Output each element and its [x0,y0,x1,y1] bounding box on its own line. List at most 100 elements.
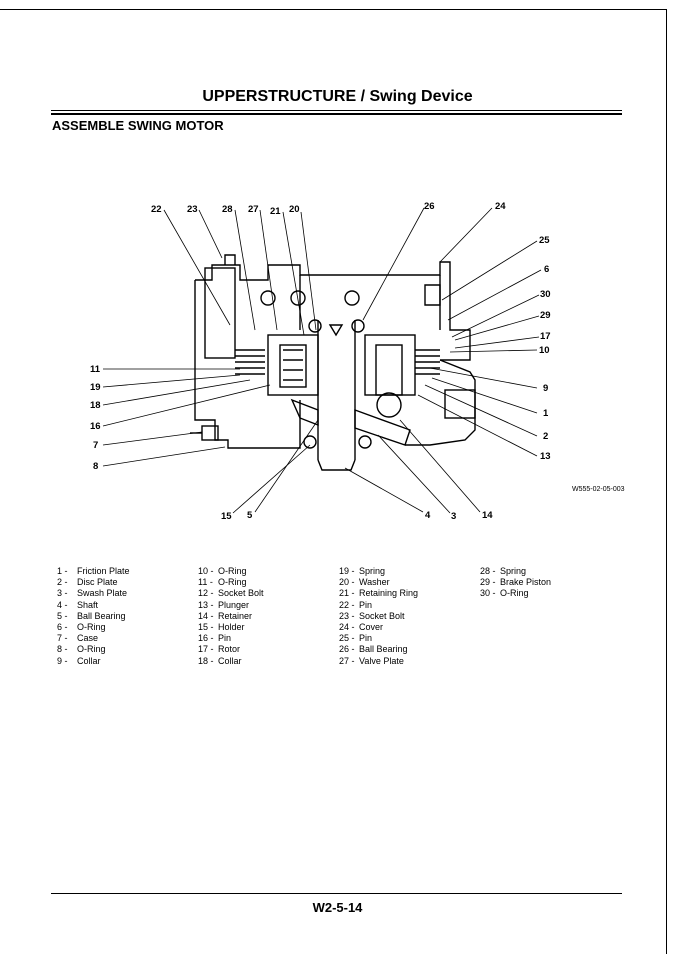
leader-15 [232,444,311,514]
page-header-title: UPPERSTRUCTURE / Swing Device [202,88,473,105]
legend-item: 4 -Shaft [57,599,99,610]
leader-3 [377,434,451,514]
callout-23: 23 [187,204,198,215]
leader-10 [449,349,538,353]
leader-18 [102,379,251,406]
port-mid [290,290,306,306]
legend-item: 13 -Plunger [198,599,250,610]
callout-29: 29 [540,310,551,321]
legend-item: 11 -O-Ring [198,577,247,588]
leader-17 [454,336,540,349]
bearing-bottom-left [303,435,317,449]
callout-18: 18 [90,400,101,411]
section-title: ASSEMBLE SWING MOTOR [52,118,224,133]
shaft [317,320,356,460]
header-rule-top [51,110,622,111]
legend-item: 20 -Washer [339,577,390,588]
legend-item: 28 -Spring [480,566,527,576]
port-left [260,290,276,306]
leader-23 [198,209,223,259]
page-number: W2-5-14 [312,900,363,915]
callout-28: 28 [222,204,233,215]
legend-item: 19 -Spring [339,566,386,576]
leader-20 [300,211,317,331]
legend-item: 18 -Collar [198,655,242,666]
legend-item: 24 -Cover [339,622,384,633]
callout-4: 4 [425,510,431,521]
leader-7 [102,431,203,446]
cover-outline [195,261,471,361]
callout-7: 7 [93,440,98,451]
brake-discs-right [415,349,440,375]
rotor-left [267,334,319,396]
legend-item: 5 -Ball Bearing [57,610,126,621]
callout-14: 14 [482,510,493,521]
plunger-left [279,344,307,388]
leader-16 [102,384,271,427]
callout-30: 30 [540,289,551,300]
leader-29 [454,315,540,341]
leader-25 [441,240,538,301]
fitting-right [444,389,476,419]
callout-9: 9 [543,383,548,394]
legend-item: 1 -Friction Plate [57,566,130,576]
legend-column-2: 10 -O-Ring 11 -O-Ring 12 -Socket Bolt 13… [198,566,264,667]
leader-5 [254,419,319,513]
legend-item: 6 -O-Ring [57,622,106,633]
header-rule-bottom [51,113,622,115]
shaft-mark [328,324,344,337]
callout-2: 2 [543,431,548,442]
callout-26: 26 [424,201,435,212]
legend-item: 3 -Swash Plate [57,588,128,599]
legend-item: 29 -Brake Piston [480,577,552,588]
callout-labels: 22 23 28 27 21 20 26 24 25 6 30 29 17 10… [90,201,551,522]
callout-10: 10 [539,345,550,356]
callout-22: 22 [151,204,162,215]
bearing-top-right [351,319,365,333]
callout-5: 5 [247,510,253,521]
case-right-outline [405,359,476,446]
leader-lines [102,207,542,514]
legend-item: 7 -Case [57,633,99,644]
legend-item: 10 -O-Ring [198,566,247,576]
cover-inner [299,275,441,330]
swash-plate-left [290,398,319,427]
callout-19: 19 [90,382,101,393]
legend-item: 30 -O-Ring [480,588,529,599]
legend-item: 14 -Retainer [198,610,253,621]
callout-17: 17 [540,331,551,342]
legend-item: 21 -Retaining Ring [339,588,419,599]
callout-16: 16 [90,421,101,432]
leader-8 [102,446,226,467]
leader-27 [259,209,278,331]
bearing-bottom-right [358,435,372,449]
leader-22 [163,209,231,326]
leader-24 [439,207,493,263]
plunger-shoe [376,392,402,418]
plunger-right [375,344,403,396]
page-right-edge [666,9,667,954]
leader-19 [102,374,241,388]
legend-column-4: 28 -Spring 29 -Brake Piston 30 -O-Ring [480,566,551,600]
legend-item: 17 -Rotor [198,644,241,655]
callout-6: 6 [544,264,549,275]
shaft-end [317,459,356,471]
callout-15: 15 [221,511,232,522]
leader-13 [417,394,538,457]
callout-3: 3 [451,511,456,522]
page-top-edge [0,9,666,10]
legend-item: 16 -Pin [198,633,232,644]
legend-column-1: 1 -Friction Plate 2 -Disc Plate 3 -Swash… [57,566,130,667]
leader-6 [447,269,542,321]
port-right [344,290,360,306]
leader-28 [234,209,256,331]
leader-1 [431,377,538,414]
case-left-outline [194,280,301,449]
leader-30 [451,294,540,338]
legend-item: 22 -Pin [339,599,373,610]
rotor-right [364,334,416,396]
legend-item: 23 -Socket Bolt [339,610,405,621]
callout-20: 20 [289,204,300,215]
figure-code: W555-02-05-003 [572,486,625,493]
brake-discs-left [235,349,265,375]
